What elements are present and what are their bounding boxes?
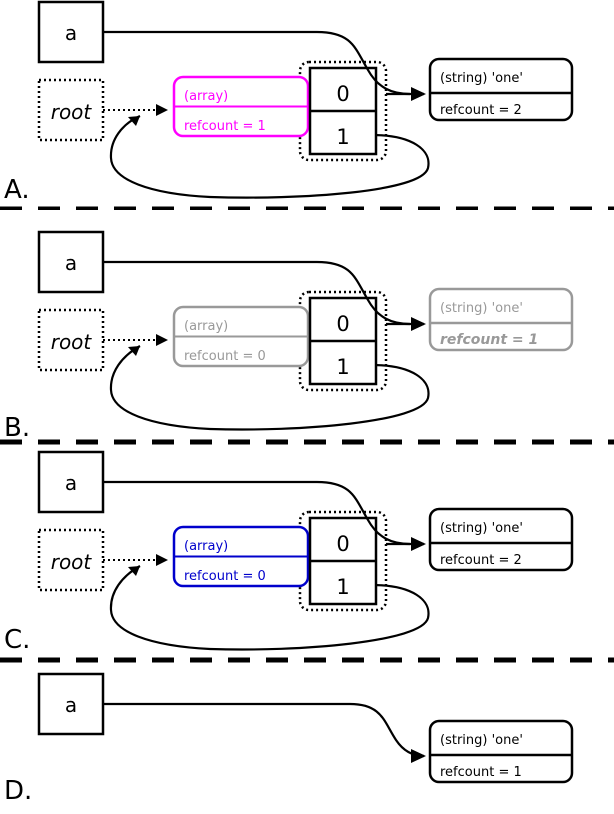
panel-d: a (string) 'one' refcount = 1 D. <box>0 666 614 814</box>
string-node-border <box>428 287 574 352</box>
string-node: (string) 'one' refcount = 1 <box>428 719 574 784</box>
variable-box-a-label: a <box>65 693 77 717</box>
array-node-type-label: (array) <box>184 89 228 104</box>
string-node-type-label: (string) 'one' <box>440 301 523 316</box>
variable-box-a: a <box>37 672 105 736</box>
variable-box-a-label: a <box>65 21 77 45</box>
array-node-refcount-label: refcount = 1 <box>184 119 266 134</box>
array-node: (array) refcount = 0 <box>172 305 310 368</box>
cell0-to-string-arrow <box>386 537 426 551</box>
string-node: (string) 'one' refcount = 2 <box>428 57 574 122</box>
string-node-refcount-label: refcount = 2 <box>440 553 522 568</box>
panel-b-graphic: a root (array) refcount = 0 <box>4 230 574 440</box>
root-box: root <box>37 308 105 372</box>
panel-label-c: C. <box>4 625 30 655</box>
panel-d-graphic: a (string) 'one' refcount = 1 D. <box>4 672 574 806</box>
self-loop-arrow <box>109 345 430 431</box>
string-node-border <box>428 57 574 122</box>
self-loop-arrow <box>109 565 430 651</box>
panel-a-graphic: a root (array) <box>0 0 614 210</box>
string-node-refcount-label: refcount = 1 <box>440 332 538 348</box>
root-box: root <box>37 78 105 142</box>
string-node-type-label: (string) 'one' <box>440 733 523 748</box>
self-loop-arrow <box>109 114 430 199</box>
variable-box-a: a <box>37 230 105 294</box>
root-box-label: root <box>51 550 93 574</box>
string-node-refcount-label: refcount = 1 <box>440 765 522 780</box>
array-cells: 0 1 <box>308 516 378 606</box>
string-node: (string) 'one' refcount = 2 <box>428 507 574 572</box>
panel-label-b: B. <box>4 413 30 440</box>
string-node-border <box>428 507 574 572</box>
array-node-type-label: (array) <box>184 539 228 554</box>
panel-c: a root (array) refcount = 0 <box>0 448 614 660</box>
cell0-to-string-arrow <box>386 317 426 331</box>
panel-separator-2-wrap <box>0 438 614 446</box>
variable-to-string-arrow <box>103 702 426 763</box>
variable-to-string-arrow <box>103 30 411 96</box>
cells-dotted-wrapper <box>298 60 388 162</box>
array-node-type-label: (array) <box>184 319 228 334</box>
string-node: (string) 'one' refcount = 1 <box>428 287 574 352</box>
string-node-type-label: (string) 'one' <box>440 521 523 536</box>
variable-to-string-arrow <box>103 480 411 546</box>
cell0-to-string-arrow <box>386 87 426 101</box>
variable-box-a: a <box>37 450 105 514</box>
panel-b: a root (array) refcount = 0 <box>0 220 614 440</box>
array-cells: 0 1 <box>308 66 378 156</box>
array-node-refcount-label: refcount = 0 <box>184 569 266 584</box>
root-to-array-arrow <box>103 334 168 346</box>
variable-box-a-label: a <box>65 471 77 495</box>
array-node: (array) refcount = 0 <box>172 525 310 588</box>
variable-box-a-label: a <box>65 251 77 275</box>
root-to-array-arrow <box>103 554 168 566</box>
cell-index-0: 0 <box>336 532 349 556</box>
root-box-label: root <box>51 330 93 354</box>
root-box-label: root <box>51 100 93 124</box>
array-cells: 0 1 <box>308 296 378 386</box>
cells-dotted-wrapper <box>298 290 388 392</box>
array-node: (array) refcount = 1 <box>172 75 310 138</box>
panel-label-a: A. <box>4 175 30 205</box>
cell-index-0: 0 <box>336 312 349 336</box>
panel-a: a root (array) <box>0 0 614 210</box>
string-node-type-label: (string) 'one' <box>440 71 523 86</box>
root-box: root <box>37 528 105 592</box>
cell-index-1: 1 <box>336 125 349 149</box>
panel-c-graphic: a root (array) refcount = 0 <box>4 450 574 655</box>
array-node-refcount-label: refcount = 0 <box>184 349 266 364</box>
cells-dotted-wrapper <box>298 510 388 612</box>
variable-to-string-arrow <box>103 260 411 326</box>
root-to-array-arrow <box>103 104 168 116</box>
cell-index-1: 1 <box>336 575 349 599</box>
panel-separator-3-wrap <box>0 656 614 664</box>
string-node-border <box>428 719 574 784</box>
cell-index-1: 1 <box>336 355 349 379</box>
panel-label-d: D. <box>4 776 32 806</box>
string-node-refcount-label: refcount = 2 <box>440 103 522 118</box>
variable-box-a: a <box>37 0 105 64</box>
cell-index-0: 0 <box>336 82 349 106</box>
